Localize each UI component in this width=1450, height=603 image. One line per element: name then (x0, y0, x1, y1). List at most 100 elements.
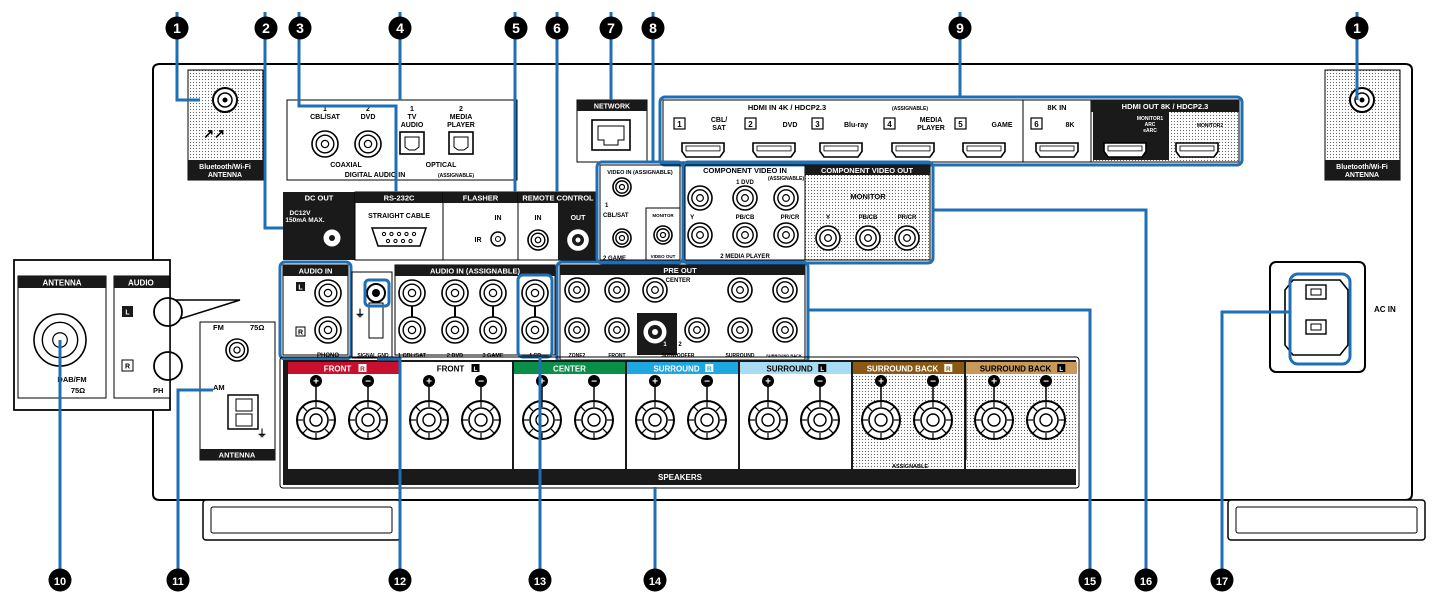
callout-17: 17 (1210, 568, 1234, 592)
callout-5: 5 (504, 16, 528, 40)
audio-assign-label: 1 CBL/SAT (398, 353, 427, 359)
hdmi-shell (1103, 142, 1147, 158)
hdmi-input-num: 1 (677, 120, 682, 129)
leader-1-left (175, 12, 200, 102)
digital-input-name: TV (408, 114, 417, 121)
video-in-jack-1 (612, 177, 632, 197)
polarity-sign: − (1043, 377, 1049, 388)
component-out-header (805, 165, 930, 175)
db9-pin (400, 238, 406, 244)
phono-l: L (298, 285, 303, 292)
signal-gnd-box (351, 271, 393, 359)
zoom-r-badge (121, 359, 134, 372)
audio-assign-jack-l (479, 279, 507, 307)
polarity-badge (762, 375, 774, 387)
audio-assign-label: 2 DVD (447, 353, 463, 359)
video-in-cblsat: CBL/SAT (603, 213, 629, 219)
callout-number: 6 (553, 20, 561, 36)
hdmi-in-port (681, 142, 725, 158)
fm-ohm: 75Ω (250, 323, 264, 332)
component-in-jack-a (773, 185, 799, 211)
callout-circle (504, 16, 528, 40)
pre-out-jack (684, 317, 710, 343)
callout-circle (288, 16, 312, 40)
hdmi-input-name: SAT (712, 125, 726, 132)
terminal-grip (467, 428, 473, 434)
hdmi-shell (752, 142, 796, 158)
video-in-game: 2 GAME (603, 256, 626, 262)
monitor1-label: ARC (1145, 122, 1156, 128)
digital-input-num: 2 (459, 106, 463, 113)
phono-l-badge (296, 282, 305, 291)
hdmi-pins (1107, 145, 1143, 152)
terminal-grip (1002, 406, 1008, 412)
component-out-title: COMPONENT VIDEO OUT (821, 166, 914, 175)
terminal-grip (437, 406, 443, 412)
audio-assign-jack-l (441, 279, 469, 307)
terminal-grip (550, 406, 556, 412)
hdmi-8k-name: 8K (1066, 122, 1075, 129)
component-in-jack-a (687, 185, 713, 211)
callout-4: 4 (388, 16, 412, 40)
speaker-binding-post (522, 400, 562, 440)
db9-pin (389, 231, 394, 237)
ac-pin-1-inner (1310, 288, 1322, 296)
terminal-grip (693, 406, 699, 412)
polarity-badge (649, 375, 661, 387)
jack-pin (613, 326, 621, 334)
hdmi-shell (681, 142, 725, 158)
component-in-jack-a (732, 185, 758, 211)
audio-assign-jack-r (441, 316, 469, 344)
polarity-sign: + (313, 377, 319, 388)
pre-out-jack (772, 317, 798, 343)
speaker-channel-label: SURROUND (766, 365, 812, 374)
hdmi-out-monitor1 (1103, 142, 1147, 158)
terminal-grip (776, 428, 782, 434)
speaker-channel-label: SURROUND BACK (867, 365, 939, 374)
callout-10: 10 (48, 568, 72, 592)
ground-icon: ⏚ (355, 308, 365, 320)
speaker-binding-post (635, 400, 675, 440)
speaker-side: R (707, 366, 712, 373)
terminal-hole (535, 413, 549, 427)
db9-pin (411, 231, 417, 237)
terminal-grip (354, 406, 360, 412)
hdmi-input-name: PLAYER (917, 125, 945, 132)
hdmi-in-title: HDMI IN 4K / HDCP2.3 (748, 103, 826, 112)
component-in-src2: 2 MEDIA PLAYER (720, 254, 770, 260)
speaker-binding-post (409, 400, 449, 440)
optical-label: OPTICAL (426, 162, 457, 169)
leader-16 (933, 208, 1148, 575)
polarity-sign: + (539, 377, 545, 388)
hdmi-shell (962, 142, 1006, 158)
callout-9: 9 (948, 16, 972, 40)
speaker-binding-post (296, 400, 336, 440)
zoom-l-badge (122, 306, 133, 317)
polarity-sign: − (817, 377, 823, 388)
phono-label: PHONO (317, 353, 339, 359)
callout-7: 7 (599, 16, 623, 40)
flasher-jack-pin (495, 236, 501, 242)
phono-jack-l (314, 279, 342, 307)
jack-pin (323, 288, 333, 298)
callout-circle (1345, 16, 1369, 40)
callout-2: 2 (254, 16, 278, 40)
antenna-box-header (200, 449, 275, 460)
antenna-orientation-icon: ↗↗ (203, 126, 225, 141)
hdmi-input-name: CBL/ (711, 117, 727, 124)
jack-pin (651, 286, 659, 294)
jack-pin (781, 286, 789, 294)
callout-number: 16 (1140, 576, 1152, 588)
hdmi-input-num: 5 (958, 120, 963, 129)
jack-pin (573, 326, 581, 334)
terminal-grip (354, 428, 360, 434)
pre-out-jack (727, 277, 753, 303)
audio-assign-jack-l (398, 279, 426, 307)
flasher-in: IN (495, 215, 502, 222)
dc-out-header (283, 192, 355, 203)
polarity-badge (362, 375, 374, 387)
left-foot-inner (210, 506, 393, 534)
jack-pin (573, 286, 581, 294)
terminal-hole (309, 413, 323, 427)
jack-pin (320, 139, 330, 149)
